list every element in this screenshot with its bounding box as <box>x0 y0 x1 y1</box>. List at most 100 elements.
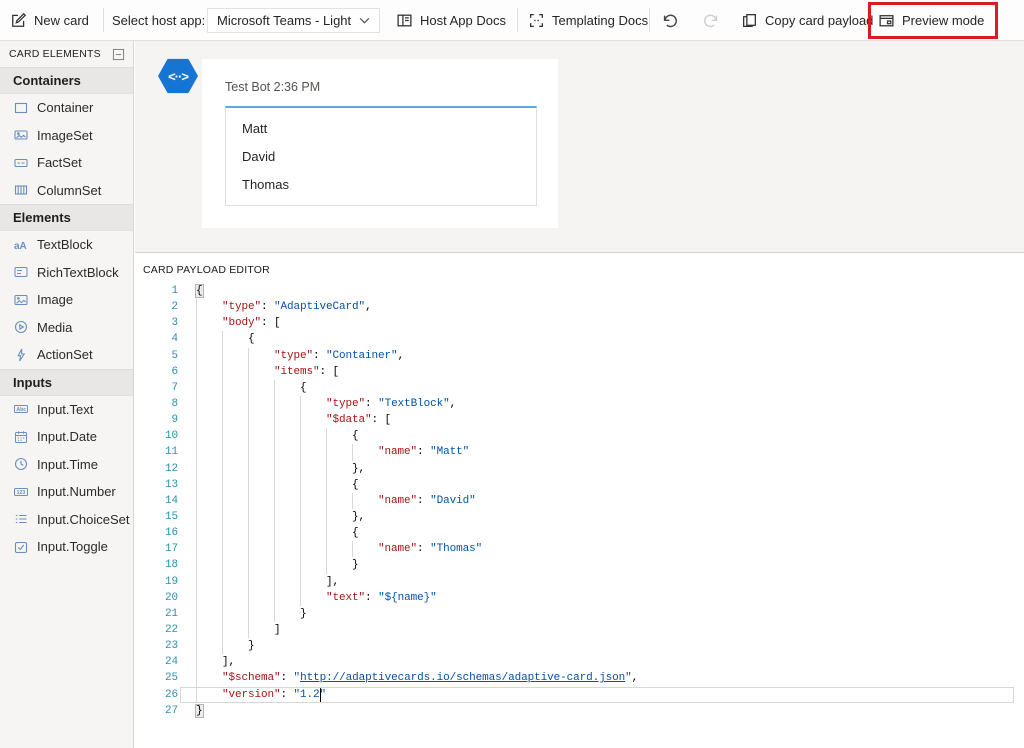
indent-guide <box>274 428 275 445</box>
card-textblock: Thomas <box>242 176 289 192</box>
indent-guide <box>248 508 249 526</box>
code-line-27[interactable]: 27} <box>135 703 1024 719</box>
sidebar-item-input-toggle[interactable]: Input.Toggle <box>0 533 133 561</box>
code-line-21[interactable]: 21 } <box>135 605 1024 622</box>
line-number: 3 <box>171 317 178 330</box>
copy-card-payload-button[interactable]: Copy card payload <box>741 0 873 40</box>
code-line-22[interactable]: 22 ] <box>135 621 1024 639</box>
host-app-select[interactable]: Microsoft Teams - Light <box>207 8 380 33</box>
sidebar-item-container[interactable]: Container <box>0 94 133 122</box>
code-line-4[interactable]: 4 { <box>135 331 1024 348</box>
code-line-11[interactable]: 11 "name": "Matt" <box>135 444 1024 461</box>
indent-guide <box>326 492 327 509</box>
code-line-12[interactable]: 12 }, <box>135 460 1024 477</box>
line-number: 24 <box>164 656 178 669</box>
indent-guide <box>300 444 301 461</box>
code-line-5[interactable]: 5 "type": "Container", <box>135 347 1024 364</box>
code-line-15[interactable]: 15 }, <box>135 508 1024 526</box>
code-line-19[interactable]: 19 ], <box>135 573 1024 590</box>
chevron-down-icon <box>359 15 370 26</box>
templating-docs-button[interactable]: Templating Docs <box>528 0 648 40</box>
code-line-8[interactable]: 8 "type": "TextBlock", <box>135 395 1024 413</box>
indent-guide <box>222 638 223 655</box>
code-line-25[interactable]: 25 "$schema": "http://adaptivecards.io/s… <box>135 670 1024 687</box>
card-textblock: David <box>242 148 276 164</box>
code-line-26[interactable]: 26 "version": "1.2" <box>135 686 1024 703</box>
sidebar-item-richtextblock[interactable]: RichTextBlock <box>0 259 133 287</box>
code-line-1[interactable]: 1{ <box>135 283 1024 299</box>
code-line-23[interactable]: 23 } <box>135 638 1024 655</box>
code-line-content: } <box>178 557 1024 574</box>
line-number: 9 <box>171 414 178 427</box>
indent-guide <box>352 444 353 461</box>
indent-guide <box>274 508 275 526</box>
code-line-3[interactable]: 3 "body": [ <box>135 315 1024 332</box>
indent-guide <box>196 379 197 396</box>
line-number: 16 <box>164 527 178 540</box>
code-line-24[interactable]: 24 ], <box>135 654 1024 671</box>
indent-guide <box>248 444 249 461</box>
line-number: 15 <box>164 511 178 524</box>
sidebar-item-actionset[interactable]: ActionSet <box>0 341 133 369</box>
indent-guide <box>222 476 223 493</box>
code-line-content: "version": "1.2" <box>178 686 1024 703</box>
indent-guide <box>274 492 275 509</box>
code-line-10[interactable]: 10 { <box>135 428 1024 445</box>
indent-guide <box>222 444 223 461</box>
code-line-9[interactable]: 9 "$data": [ <box>135 412 1024 429</box>
sidebar-item-media[interactable]: Media <box>0 314 133 342</box>
code-line-content: { <box>178 379 1024 396</box>
undo-button[interactable] <box>661 0 678 40</box>
code-line-14[interactable]: 14 "name": "David" <box>135 492 1024 509</box>
sidebar-item-label: ColumnSet <box>37 182 102 198</box>
indent-guide <box>248 412 249 429</box>
host-app-docs-button[interactable]: Host App Docs <box>396 0 506 40</box>
indent-guide <box>326 525 327 542</box>
code-line-17[interactable]: 17 "name": "Thomas" <box>135 541 1024 558</box>
indent-guide <box>196 670 197 687</box>
indent-guide <box>274 605 275 622</box>
indent-guide <box>222 412 223 429</box>
line-number: 11 <box>164 446 178 459</box>
redo-button[interactable] <box>702 0 719 40</box>
code-line-content: "$data": [ <box>178 412 1024 429</box>
code-line-2[interactable]: 2 "type": "AdaptiveCard", <box>135 299 1024 316</box>
preview-mode-button[interactable]: Preview mode <box>878 0 984 40</box>
line-number: 18 <box>164 559 178 572</box>
code-line-content: "$schema": "http://adaptivecards.io/sche… <box>178 670 1024 687</box>
code-line-7[interactable]: 7 { <box>135 379 1024 396</box>
code-line-13[interactable]: 13 { <box>135 476 1024 493</box>
indent-guide <box>274 476 275 493</box>
code-line-6[interactable]: 6 "items": [ <box>135 363 1024 380</box>
indent-guide <box>274 444 275 461</box>
code-line-20[interactable]: 20 "text": "${name}" <box>135 589 1024 606</box>
new-card-button[interactable]: New card <box>10 0 89 40</box>
line-number: 6 <box>171 365 178 378</box>
sidebar-item-label: Input.Date <box>37 429 97 445</box>
json-code-editor[interactable]: 1{2 "type": "AdaptiveCard",3 "body": [4 … <box>135 283 1024 719</box>
sidebar-item-imageset[interactable]: ImageSet <box>0 122 133 150</box>
sidebar-item-input-choiceset[interactable]: Input.ChoiceSet <box>0 506 133 534</box>
indent-guide <box>222 508 223 526</box>
toolbar-separator <box>649 8 650 32</box>
indent-guide <box>222 331 223 348</box>
sidebar-item-factset[interactable]: FactSet <box>0 149 133 177</box>
sidebar-item-columnset[interactable]: ColumnSet <box>0 177 133 205</box>
imageset-icon <box>13 127 29 143</box>
indent-guide <box>274 395 275 413</box>
sidebar-item-input-time[interactable]: Input.Time <box>0 451 133 479</box>
sidebar-item-image[interactable]: Image <box>0 286 133 314</box>
sidebar-item-input-date[interactable]: Input.Date <box>0 423 133 451</box>
card-payload-editor[interactable]: CARD PAYLOAD EDITOR 1{2 "type": "Adaptiv… <box>135 254 1024 748</box>
indent-guide <box>196 525 197 542</box>
line-number: 7 <box>171 381 178 394</box>
sidebar-item-label: ActionSet <box>37 347 93 363</box>
collapse-panel-icon[interactable] <box>112 48 125 61</box>
code-line-18[interactable]: 18 } <box>135 557 1024 574</box>
code-line-16[interactable]: 16 { <box>135 525 1024 542</box>
